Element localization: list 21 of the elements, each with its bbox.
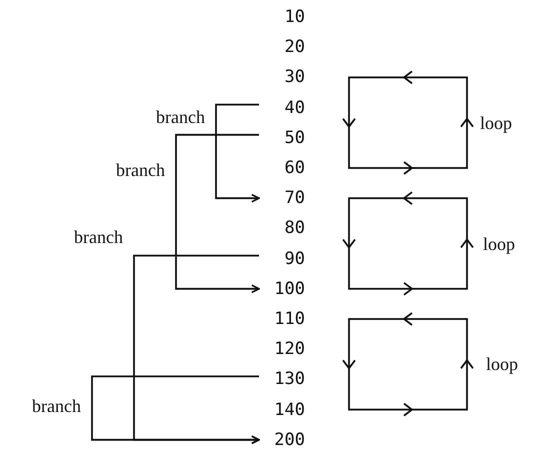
line-number: 110 (259, 307, 305, 331)
line-number: 90 (259, 246, 305, 271)
line-number: 120 (259, 337, 305, 362)
line-number: 30 (259, 65, 305, 90)
line-number: 50 (259, 126, 305, 150)
line-number: 140 (259, 398, 305, 422)
line-number: 20 (259, 35, 305, 60)
line-number: 100 (259, 276, 305, 301)
branch-arrow (215, 104, 260, 203)
loop-label: loop (486, 354, 518, 374)
line-number: 10 (259, 5, 305, 29)
loop-label: loop (483, 234, 516, 254)
line-number: 60 (259, 156, 305, 180)
loop-label: loop (480, 112, 512, 133)
branch-arrow (175, 134, 260, 294)
line-number: 80 (259, 216, 305, 240)
line-number: 200 (259, 428, 305, 452)
line-number: 70 (259, 186, 305, 210)
line-number: 130 (259, 367, 305, 392)
line-number: 40 (259, 96, 305, 120)
branch-arrow (91, 376, 260, 444)
